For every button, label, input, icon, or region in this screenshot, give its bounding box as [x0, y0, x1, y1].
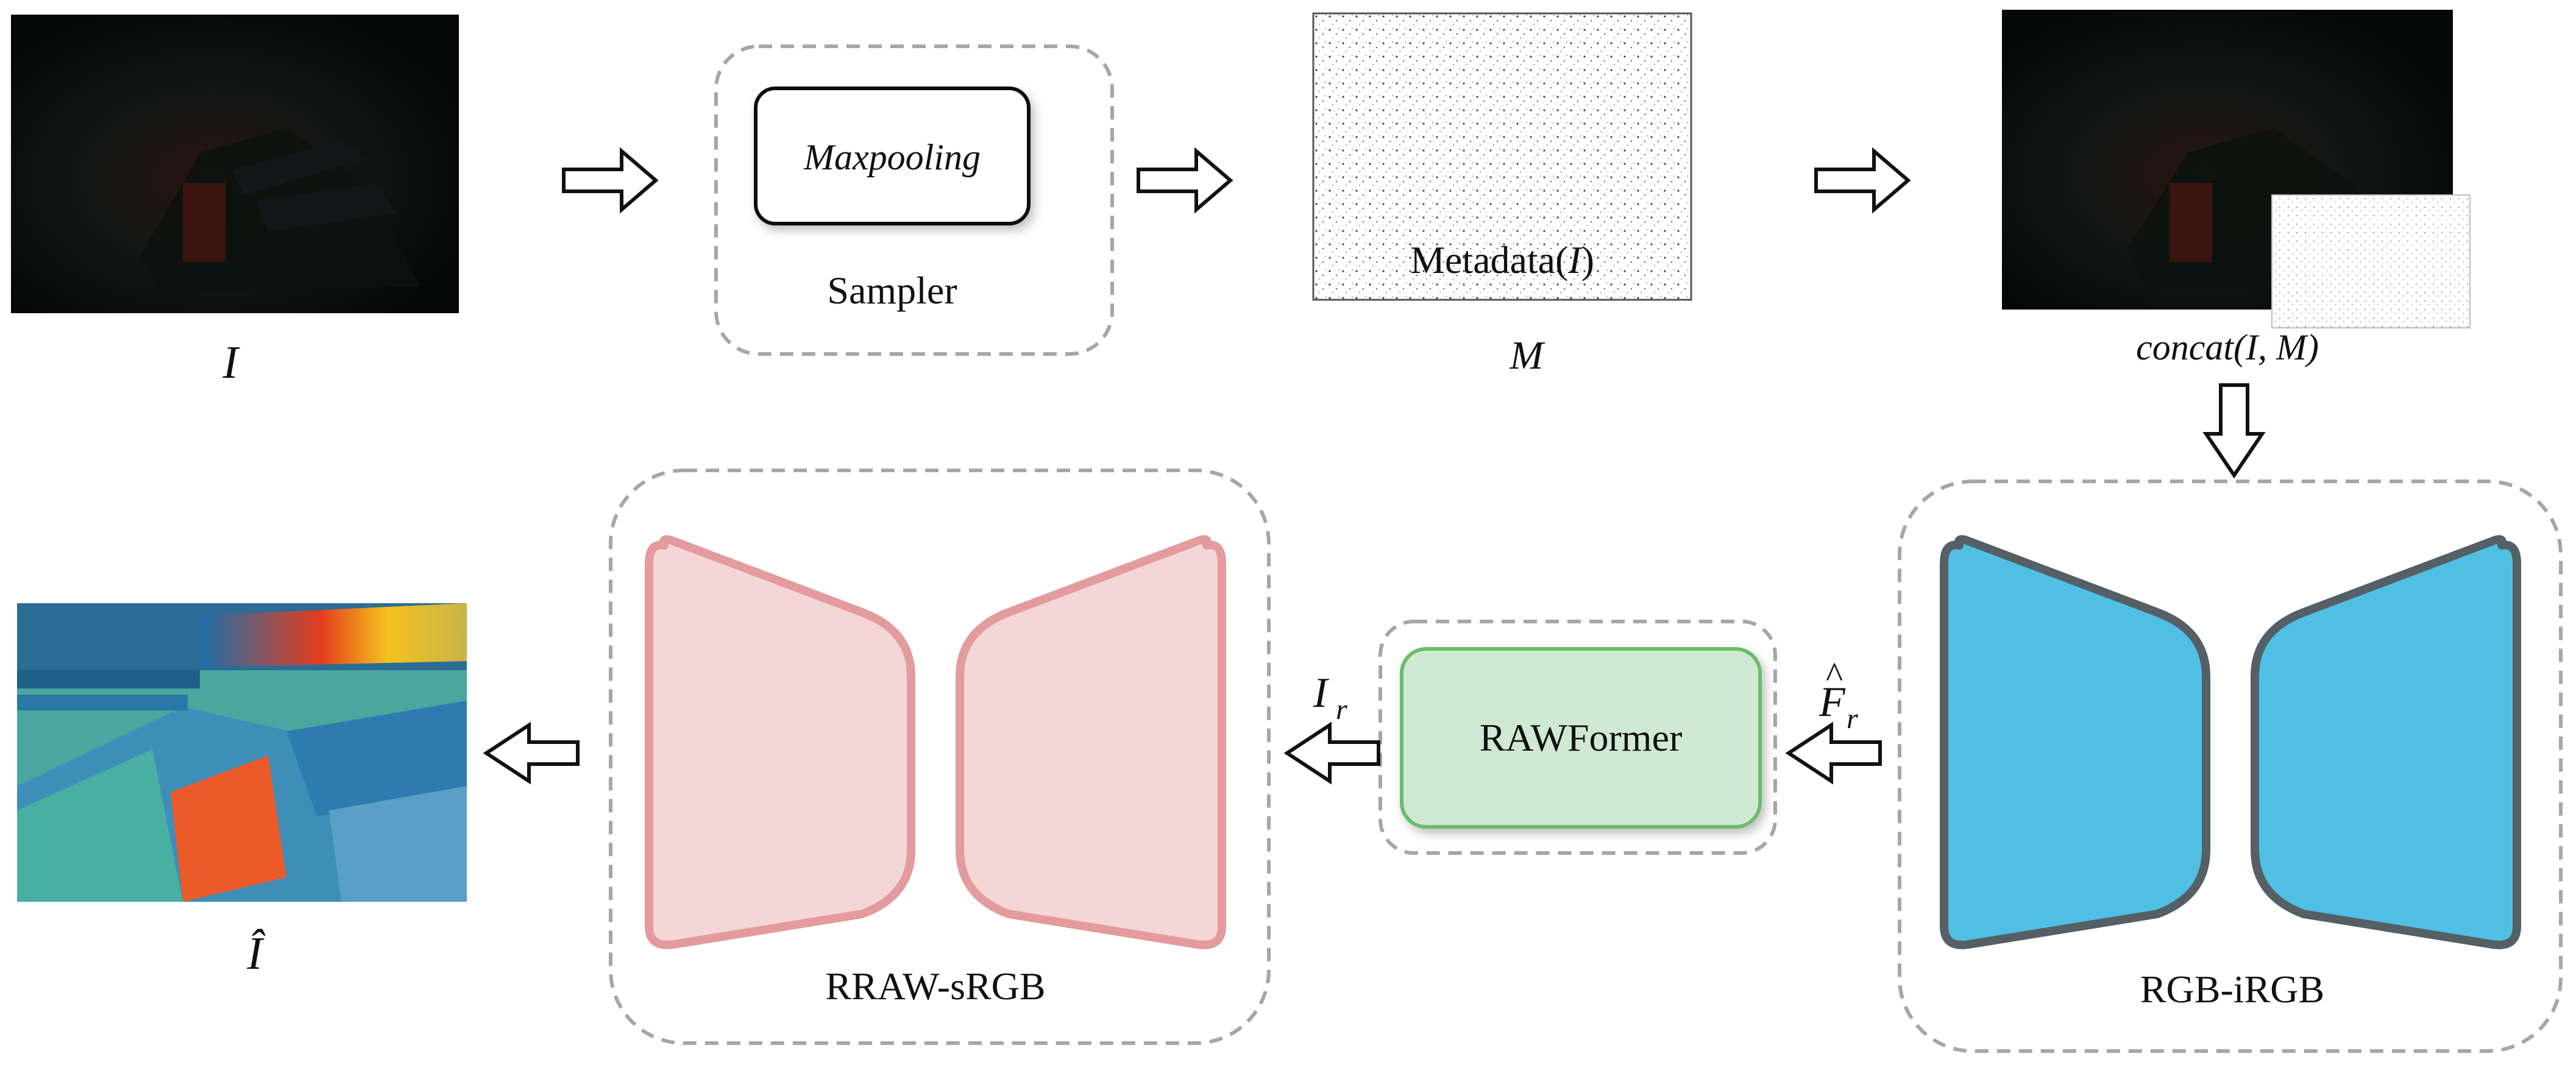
input-image: [11, 15, 459, 313]
sampler-caption: Sampler: [827, 269, 957, 312]
svg-text:^: ^: [1826, 655, 1843, 695]
rawformer-label: RAWFormer: [1480, 716, 1683, 759]
rawformer-container: [1378, 620, 1777, 855]
arrow-icon: [1814, 147, 1911, 214]
rawformer-block: [1400, 647, 1762, 829]
rraw-srgb-container: [609, 469, 1271, 1045]
rraw-srgb-decoder: [956, 535, 1226, 949]
svg-text:F: F: [1818, 679, 1846, 726]
arrow-left-icon: [483, 721, 580, 785]
concat-label: concat(I, M): [2136, 327, 2319, 367]
rraw-srgb-caption: RRAW-sRGB: [825, 965, 1045, 1008]
sampler-container: [714, 44, 1114, 356]
arrow-icon: [562, 147, 659, 214]
output-image: [17, 603, 467, 902]
i-r-label: I r: [1313, 670, 1347, 726]
rgb-irgb-caption: RGB-iRGB: [2140, 968, 2324, 1011]
rgb-irgb-container: [1898, 480, 2563, 1053]
output-image-label: Î: [246, 928, 266, 979]
arrow-icon: [1137, 147, 1233, 214]
maxpooling-label: Maxpooling: [803, 137, 981, 177]
f-hat-r-label: F r ^: [1818, 655, 1858, 735]
rgb-irgb-encoder: [1940, 535, 2210, 949]
rraw-srgb-encoder: [645, 535, 915, 949]
arrow-left-icon: [1283, 721, 1380, 785]
metadata-mask: [1312, 12, 1692, 301]
input-image-label: I: [222, 337, 240, 388]
svg-text:r: r: [1847, 703, 1858, 735]
svg-text:I: I: [1313, 670, 1330, 717]
metadata-caption: M: [1510, 333, 1546, 378]
arrow-down-icon: [2202, 383, 2266, 479]
svg-text:r: r: [1336, 693, 1347, 726]
metadata-overlay-label: Metadata(I): [1410, 238, 1594, 282]
arrow-left-icon: [1785, 721, 1882, 785]
concat-image: [2002, 10, 2471, 328]
maxpooling-block: [754, 87, 1031, 225]
rgb-irgb-decoder: [2251, 535, 2521, 949]
